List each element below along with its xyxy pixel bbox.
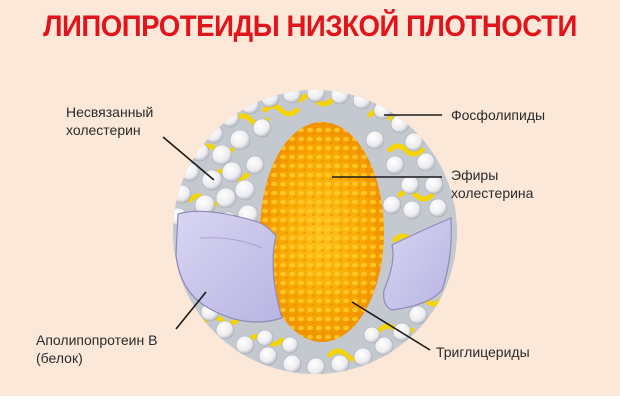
label-line: (белок)	[36, 350, 83, 366]
label-line: Несвязанный	[66, 104, 154, 120]
label-line: Фосфолипиды	[451, 107, 546, 123]
diagram-title: ЛИПОПРОТЕИДЫ НИЗКОЙ ПЛОТНОСТИ	[43, 10, 577, 43]
label-free-cholesterol: Несвязанный холестерин	[66, 103, 153, 139]
label-line: Триглицериды	[436, 344, 530, 360]
apolipoprotein-b-right	[383, 217, 452, 311]
label-line: Аполипопротеин В	[36, 332, 158, 348]
apolipoprotein-b-left	[175, 210, 283, 323]
label-line: холестерина	[451, 185, 534, 201]
leader-line-triglycerides	[351, 301, 431, 351]
label-cholesterol-esters: Эфиры холестерина	[451, 166, 533, 202]
leader-line-free-cholesterol	[162, 136, 215, 181]
label-apolipoprotein-b: Аполипопротеин В (белок)	[36, 331, 157, 367]
label-line: холестерин	[66, 122, 141, 138]
label-triglycerides: Триглицериды	[436, 343, 530, 361]
leader-line-apolipoprotein	[175, 291, 207, 330]
label-phospholipids: Фосфолипиды	[451, 106, 545, 124]
leader-lines	[162, 114, 442, 351]
label-line: Эфиры	[451, 167, 499, 183]
